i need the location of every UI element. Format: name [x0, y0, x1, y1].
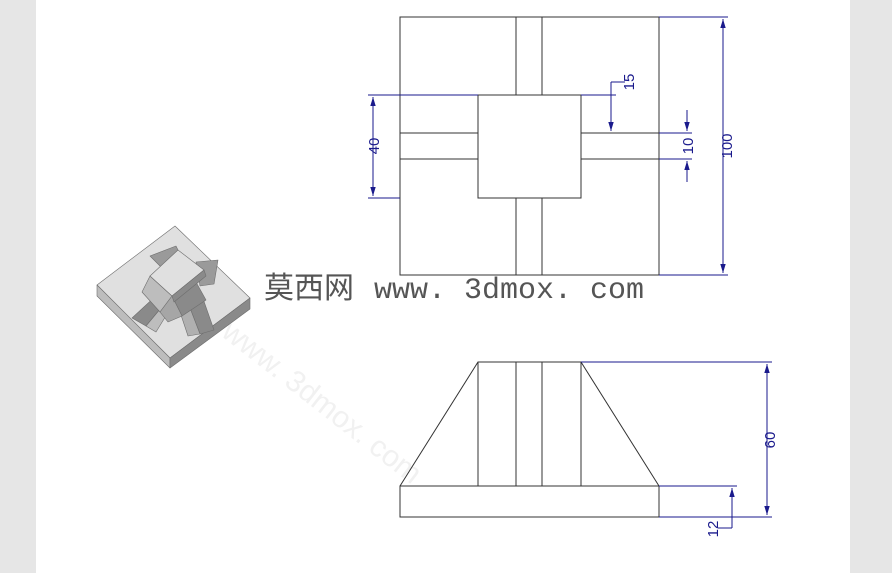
dim-10-label: 10 — [680, 138, 697, 155]
top-view-dimension-labels: 100 40 15 10 — [366, 74, 736, 159]
iso-base-front-right — [169, 297, 251, 369]
top-view-base-outline — [399, 16, 660, 276]
dim-12-label: 12 — [705, 521, 722, 538]
iso-block-front-left — [159, 295, 183, 323]
front-view-base — [399, 485, 660, 518]
top-view-center-block — [477, 94, 582, 199]
isometric-view — [96, 225, 251, 369]
front-view-dimensions — [581, 361, 772, 529]
dim-15-label: 15 — [621, 74, 638, 91]
top-view-dimensions — [368, 16, 728, 276]
watermark-url: www. 3dmox. com — [374, 274, 644, 308]
watermark: 莫西网 www. 3dmox. com — [264, 271, 644, 308]
dim-40-label: 40 — [366, 138, 383, 155]
dim-60-label: 60 — [762, 432, 779, 449]
front-view-profile — [399, 361, 660, 487]
dim-100-label: 100 — [719, 133, 736, 158]
diagonal-watermark: www. 3dmox. com — [215, 314, 428, 490]
watermark-chinese: 莫西网 — [264, 271, 354, 306]
top-view — [399, 16, 660, 276]
front-view — [399, 361, 660, 518]
iso-block-top-side — [171, 269, 207, 303]
front-view-dimension-labels: 60 12 — [705, 432, 779, 538]
